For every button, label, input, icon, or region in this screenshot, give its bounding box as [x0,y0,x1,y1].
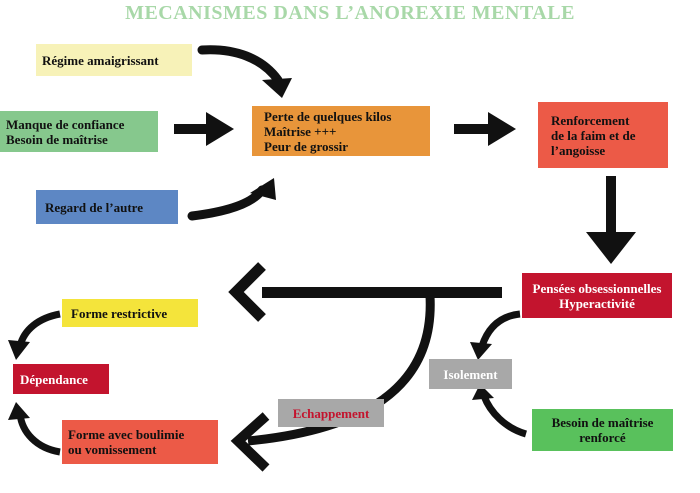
node-pensees-line2: Hyperactivité [559,295,635,311]
node-besoin-renforce-line1: Besoin de maîtrise [551,415,654,430]
node-renforcement: Renforcement de la faim et de l’angoisse [538,102,668,168]
node-perte-line2: Maîtrise +++ [264,123,337,139]
arrowhead-boulimie [230,412,270,472]
arrow-boulimie-to-dependance [16,413,61,456]
node-perte-line3: Peur de grossir [264,138,349,154]
arrowhead-regard [250,178,276,200]
arrow-pensees-to-left [228,262,502,322]
node-echappement-label: Echappement [292,405,370,421]
arrowhead-dependance-bottom [8,402,30,420]
node-besoin-renforce: Besoin de maîtrise renforcé [532,409,673,451]
node-regard: Regard de l’autre [36,190,178,224]
arrow-regime-to-perte [197,45,283,85]
arrow-restrictive-to-dependance [16,310,61,348]
page-title: MECANISMES DANS L’ANOREXIE MENTALE [125,2,575,24]
node-perte-line1: Perte de quelques kilos [264,108,392,124]
node-forme-restrictive: Forme restrictive [62,299,198,327]
node-forme-restrictive-label: Forme restrictive [71,305,168,321]
node-pensees: Pensées obsessionnelles Hyperactivité [522,273,672,318]
node-renforcement-line3: l’angoisse [551,142,606,158]
arrow-regard-to-perte [187,185,267,221]
arrow-perte-to-renforcement [454,112,516,146]
arrowhead-dependance-top [8,340,30,360]
node-perte: Perte de quelques kilos Maîtrise +++ Peu… [252,106,430,156]
node-regime: Régime amaigrissant [36,44,192,76]
arrow-besoin-to-isolement [480,394,528,438]
node-manque-confiance: Manque de confiance Besoin de maîtrise [0,111,158,152]
node-dependance-label: Dépendance [20,371,88,387]
node-regard-label: Regard de l’autre [45,199,143,215]
node-manque-confiance-line2: Besoin de maîtrise [6,131,108,147]
arrow-renforcement-to-pensees [586,176,636,264]
node-dependance: Dépendance [13,364,109,394]
node-renforcement-line2: de la faim et de [551,127,636,143]
node-besoin-renforce-line2: renforcé [579,430,626,445]
arrow-pensees-to-isolement [478,310,521,348]
node-isolement-label: Isolement [443,366,498,382]
arrow-confiance-to-perte [174,112,234,146]
node-pensees-line1: Pensées obsessionnelles [532,280,662,296]
arrowhead-isolement-top [470,342,492,360]
node-manque-confiance-line1: Manque de confiance [6,116,125,132]
node-regime-label: Régime amaigrissant [42,52,159,68]
node-boulimie-line2: ou vomissement [68,442,157,457]
node-isolement: Isolement [429,359,512,389]
node-renforcement-line1: Renforcement [551,112,630,128]
node-boulimie: Forme avec boulimie ou vomissement [62,420,218,464]
node-echappement: Echappement [278,399,384,427]
node-boulimie-line1: Forme avec boulimie [68,427,185,442]
arrowhead-isolement-bottom [472,384,494,400]
arrowhead-regime [262,78,292,98]
